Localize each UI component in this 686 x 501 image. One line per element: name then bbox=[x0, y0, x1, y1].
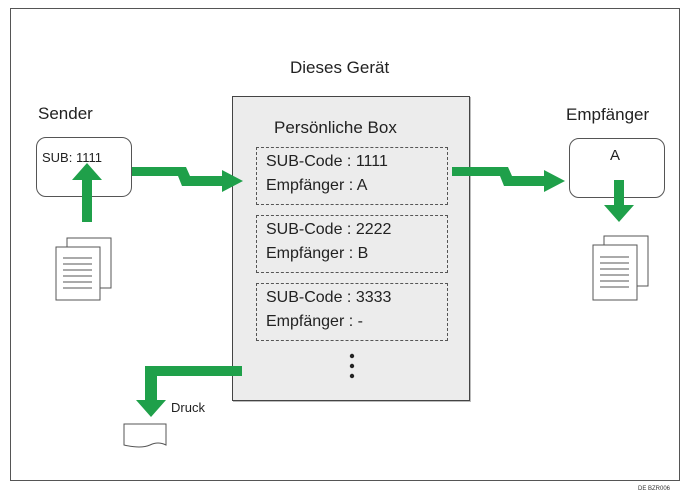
box-slot-3: SUB-Code : 3333 Empfänger : - bbox=[256, 283, 448, 341]
box-slot-1: SUB-Code : 1111 Empfänger : A bbox=[256, 147, 448, 205]
sender-label: Sender bbox=[38, 104, 93, 123]
slot-receiver: Empfänger : A bbox=[266, 177, 368, 194]
slot-sub-code: SUB-Code : 1111 bbox=[266, 153, 388, 170]
box-slot-2: SUB-Code : 2222 Empfänger : B bbox=[256, 215, 448, 273]
receiver-code: A bbox=[610, 147, 621, 164]
slot-receiver: Empfänger : - bbox=[266, 313, 363, 330]
sender-sub-code: SUB: 1111 bbox=[42, 150, 102, 165]
slot-sub-code: SUB-Code : 2222 bbox=[266, 221, 392, 238]
forward-arrow-icon bbox=[452, 167, 565, 192]
sender-documents-icon bbox=[55, 237, 112, 301]
figure-reference: DE BZR006 bbox=[638, 486, 671, 492]
device-title: Dieses Gerät bbox=[290, 58, 390, 77]
receive-arrow-icon bbox=[604, 180, 634, 222]
receiver-documents-icon bbox=[592, 235, 649, 301]
slot-receiver: Empfänger : B bbox=[266, 245, 369, 262]
print-arrow-icon bbox=[136, 366, 242, 417]
upload-arrow-icon bbox=[72, 163, 102, 222]
printed-paper-icon bbox=[123, 423, 167, 448]
transmit-arrow-icon bbox=[132, 167, 243, 192]
receiver-label: Empfänger bbox=[566, 105, 650, 124]
ellipsis-dots bbox=[349, 353, 355, 379]
slot-sub-code: SUB-Code : 3333 bbox=[266, 289, 392, 306]
personal-box-title: Persönliche Box bbox=[274, 118, 397, 137]
print-label: Druck bbox=[171, 400, 205, 415]
